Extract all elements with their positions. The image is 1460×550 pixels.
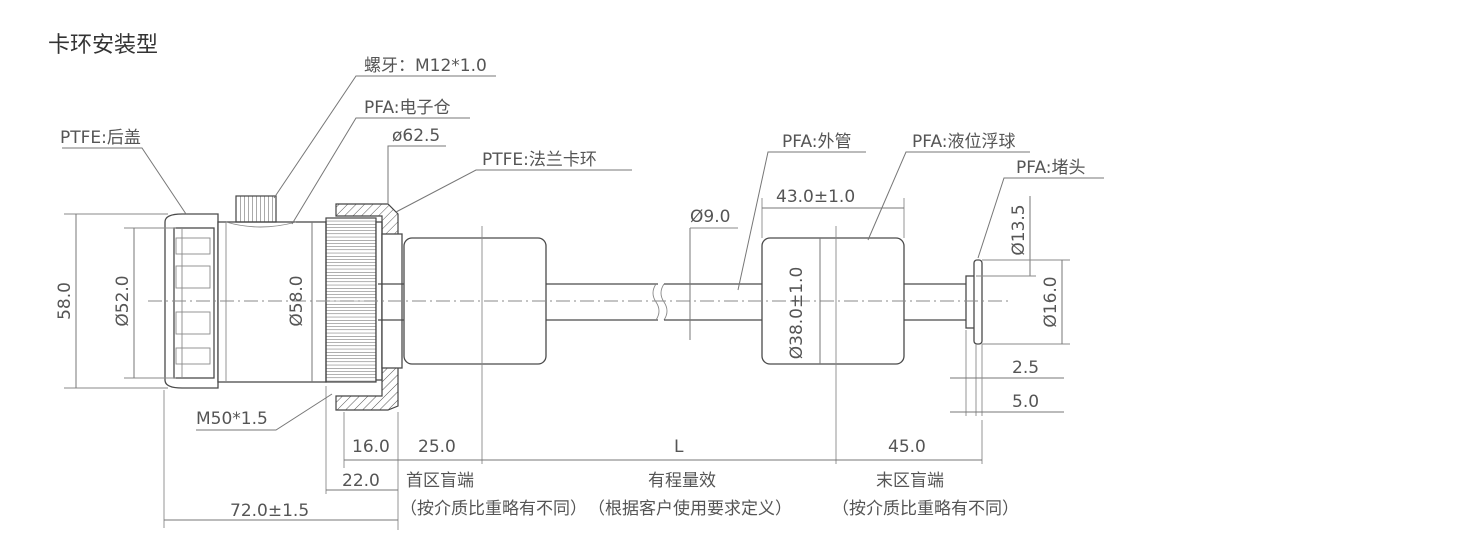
dim-d52-label: Ø52.0 xyxy=(113,275,133,326)
dim-d58-inner-label: Ø58.0 xyxy=(287,275,307,326)
dim-43-label: 43.0±1.0 xyxy=(776,187,855,207)
dim-16-label: 16.0 xyxy=(352,437,390,457)
label-thread: 螺牙：M12*1.0 xyxy=(364,56,487,76)
end-plug xyxy=(965,259,983,345)
callout-m50: M50*1.5 xyxy=(196,393,333,431)
label-m50: M50*1.5 xyxy=(196,409,268,429)
label-diameter-top: ø62.5 xyxy=(392,126,440,146)
dim-72-label: 72.0±1.5 xyxy=(230,501,309,521)
electronics-housing xyxy=(217,195,327,383)
callout-diameter-top: ø62.5 xyxy=(387,126,446,204)
dim-d13-5-label: Ø13.5 xyxy=(1009,204,1029,255)
dim-l-label: L xyxy=(674,437,684,457)
zone-tail-title: 末区盲端 xyxy=(876,471,944,491)
dim-52: Ø52.0 xyxy=(113,227,176,379)
zone-tail-note: （按介质比重略有不同） xyxy=(832,499,1019,519)
callout-thread: 螺牙：M12*1.0 xyxy=(273,56,496,199)
callout-outer-tube: PFA:外管 xyxy=(737,132,866,291)
callout-cover: PTFE:后盖 xyxy=(60,128,187,215)
label-electronics: PFA:电子仓 xyxy=(364,98,451,118)
drawing-title: 卡环安装型 xyxy=(48,33,158,58)
dim-d9-label: Ø9.0 xyxy=(690,207,730,227)
dim-13-5: Ø13.5 xyxy=(976,196,1036,277)
dim-43: 43.0±1.0 xyxy=(761,187,905,238)
dim-58-outer: 58.0 xyxy=(55,213,168,389)
thread-m50 xyxy=(325,217,383,383)
dim-22-label: 22.0 xyxy=(342,471,380,491)
callout-flange-clamp: PTFE:法兰卡环 xyxy=(395,150,632,213)
dim-58-label: 58.0 xyxy=(55,282,75,320)
dim-58-inner: Ø58.0 xyxy=(287,222,313,382)
bottom-dimensions xyxy=(163,226,983,530)
dim-5: 5.0 xyxy=(950,344,1064,416)
dim-5-label: 5.0 xyxy=(1012,392,1039,412)
callout-electronics: PFA:电子仓 xyxy=(291,98,470,225)
zone-effective-note: （根据客户使用要求定义） xyxy=(588,498,792,519)
dim-9: Ø9.0 xyxy=(689,207,738,340)
dim-2-5-label: 2.5 xyxy=(1012,358,1039,378)
zone-effective-title: 有程量效 xyxy=(648,471,716,491)
label-flange-clamp: PTFE:法兰卡环 xyxy=(482,150,597,170)
dim-38: Ø38.0±1.0 xyxy=(787,238,821,364)
callout-plug: PFA:堵头 xyxy=(977,158,1104,259)
dim-2-5: 2.5 xyxy=(950,330,1064,416)
zone-head-title: 首区盲端 xyxy=(406,471,474,491)
dim-45-label: 45.0 xyxy=(888,437,926,457)
label-plug: PFA:堵头 xyxy=(1016,158,1086,178)
zone-head-note: （按介质比重略有不同） xyxy=(400,499,587,519)
label-outer-tube: PFA:外管 xyxy=(782,132,852,152)
label-float-ball: PFA:液位浮球 xyxy=(912,132,1016,152)
dim-16: Ø16.0 xyxy=(982,259,1070,345)
label-cover: PTFE:后盖 xyxy=(60,128,141,148)
callout-float-ball: PFA:液位浮球 xyxy=(867,132,1030,241)
dim-25-label: 25.0 xyxy=(418,437,456,457)
dim-d16-label: Ø16.0 xyxy=(1041,276,1061,327)
dim-d38-label: Ø38.0±1.0 xyxy=(787,267,807,360)
